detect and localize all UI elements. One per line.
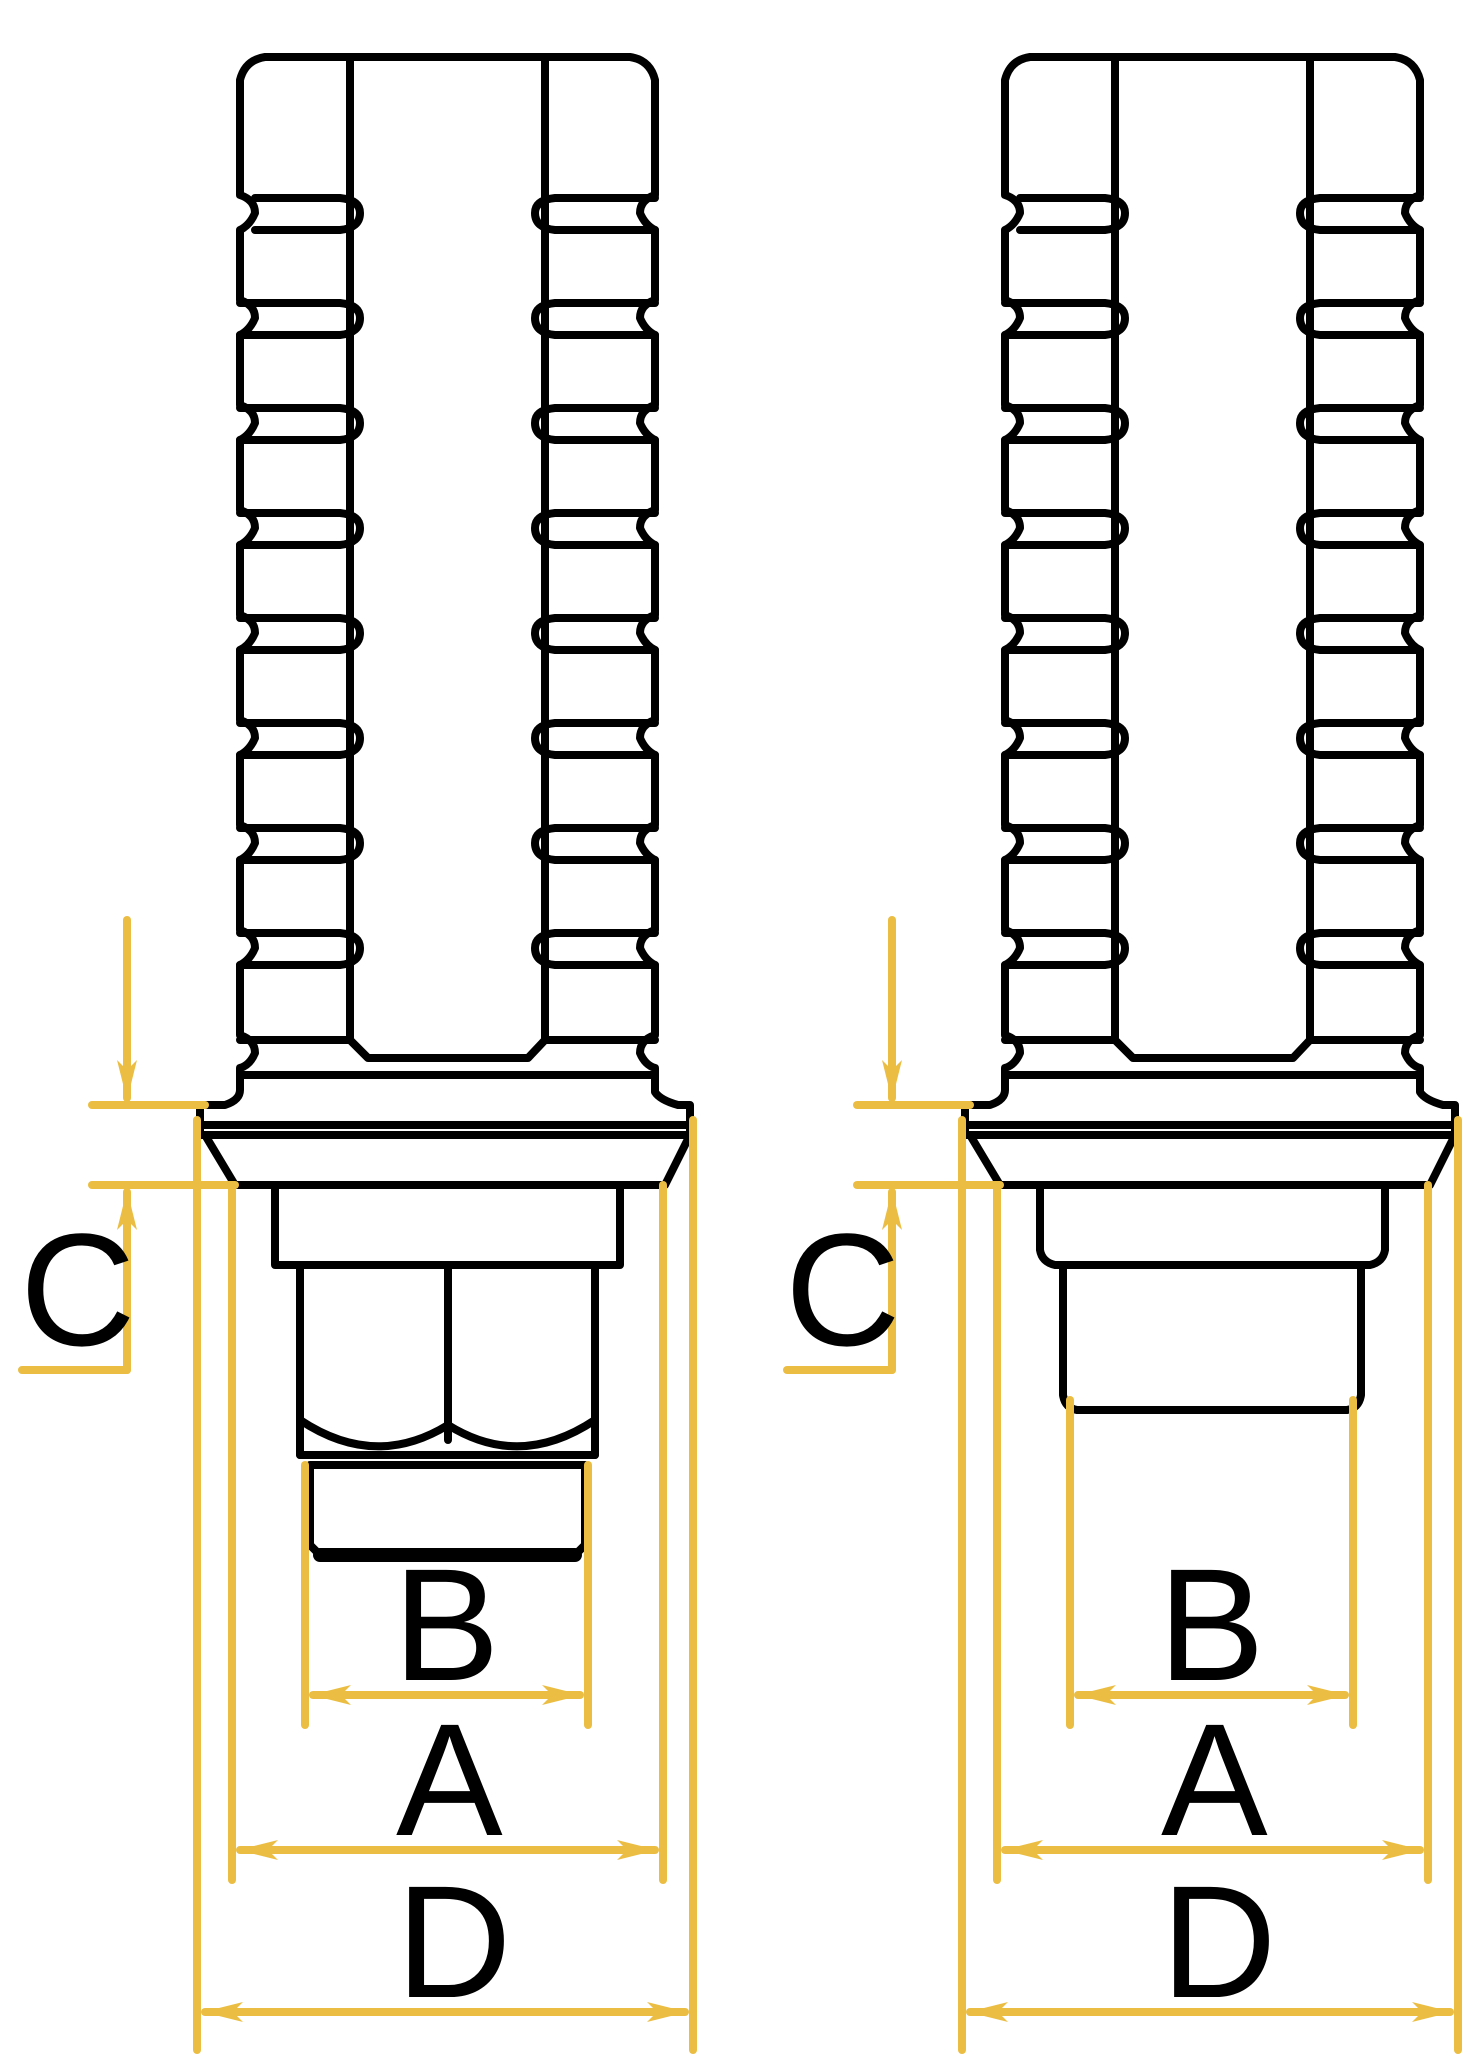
right-a-dimension: A — [993, 1181, 1432, 1884]
right-d-label: D — [1161, 1852, 1277, 2031]
left-a-label: A — [396, 1690, 503, 1869]
right-sleeve — [1036, 1181, 1389, 1414]
left-hex-nut — [271, 1181, 624, 1562]
right-bore — [1111, 53, 1314, 1062]
right-a-label: A — [1161, 1690, 1268, 1869]
right-hose-barb — [961, 53, 1459, 1129]
left-b-label: B — [393, 1535, 500, 1714]
left-d-dimension: D — [193, 1116, 697, 2054]
right-c-label: C — [785, 1200, 901, 1379]
left-flange — [196, 1121, 694, 1189]
right-flange — [961, 1121, 1459, 1189]
left-b-dimension: B — [301, 1461, 592, 1729]
right-barb-ribs — [1001, 194, 1424, 1079]
left-c-label: C — [20, 1200, 136, 1379]
right-c-dimension: C — [783, 916, 1004, 1379]
left-barb-ribs — [236, 194, 659, 1079]
left-c-dimension: C — [18, 916, 239, 1379]
left-bore-left-wall — [346, 53, 549, 1062]
right-d-dimension: D — [958, 1116, 1462, 2054]
left-fitting: C B A D — [18, 53, 697, 2054]
left-d-label: D — [396, 1852, 512, 2031]
left-hose-barb — [196, 53, 694, 1129]
right-c-leader — [783, 1256, 896, 1374]
right-b-label: B — [1158, 1535, 1265, 1714]
left-a-dimension: A — [228, 1181, 667, 1884]
right-fitting: C B A D — [783, 53, 1462, 2054]
left-c-leader — [18, 1256, 131, 1374]
left-dimensions: C B A D — [18, 916, 697, 2054]
right-b-dimension: B — [1066, 1396, 1357, 1729]
right-dimensions: C B A D — [783, 916, 1462, 2054]
